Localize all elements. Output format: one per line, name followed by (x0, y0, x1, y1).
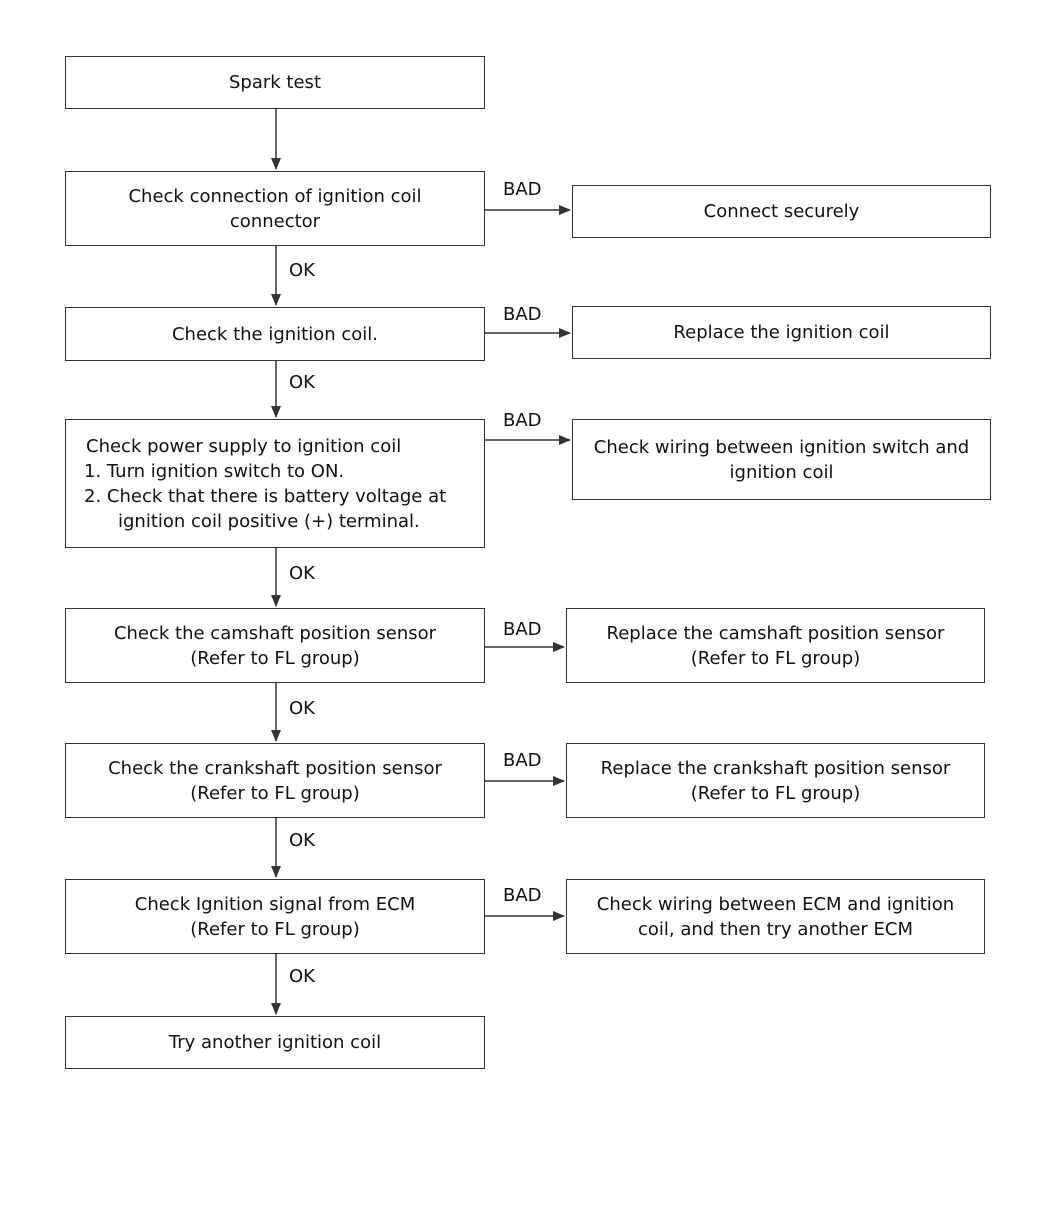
replace-crankshaft-sensor-box: Replace the crankshaft position sensor (… (566, 743, 985, 818)
replace-camshaft-sensor-box: Replace the camshaft position sensor (Re… (566, 608, 985, 683)
bad-label-3: BAD (503, 410, 542, 431)
ok-label-6: OK (289, 966, 315, 987)
ok-label-1: OK (289, 260, 315, 281)
ok-label-2: OK (289, 372, 315, 393)
power-check-step2: 2. Check that there is battery voltage a… (84, 485, 447, 507)
check-camshaft-sensor-box: Check the camshaft position sensor (Refe… (65, 608, 485, 683)
bad-label-5: BAD (503, 750, 542, 771)
check-connector-box: Check connection of ignition coil connec… (65, 171, 485, 246)
ok-label-5: OK (289, 830, 315, 851)
check-crankshaft-sensor-box: Check the crankshaft position sensor (Re… (65, 743, 485, 818)
bad-label-1: BAD (503, 179, 542, 200)
replace-coil-box: Replace the ignition coil (572, 306, 991, 359)
check-wiring-switch-box: Check wiring between ignition switch and… (572, 419, 991, 500)
bad-label-2: BAD (503, 304, 542, 325)
check-coil-box: Check the ignition coil. (65, 307, 485, 361)
end-box: Try another ignition coil (65, 1016, 485, 1069)
check-ecm-signal-box: Check Ignition signal from ECM (Refer to… (65, 879, 485, 954)
ok-label-4: OK (289, 698, 315, 719)
bad-label-6: BAD (503, 885, 542, 906)
check-power-supply-box: Check power supply to ignition coil 1. T… (65, 419, 485, 548)
power-check-step2-cont: ignition coil positive (+) terminal. (118, 510, 420, 532)
power-check-title: Check power supply to ignition coil (86, 435, 402, 457)
check-wiring-ecm-box: Check wiring between ECM and ignition co… (566, 879, 985, 954)
start-box: Spark test (65, 56, 485, 109)
bad-label-4: BAD (503, 619, 542, 640)
connect-securely-box: Connect securely (572, 185, 991, 238)
power-check-step1: 1. Turn ignition switch to ON. (84, 460, 345, 482)
ok-label-3: OK (289, 563, 315, 584)
